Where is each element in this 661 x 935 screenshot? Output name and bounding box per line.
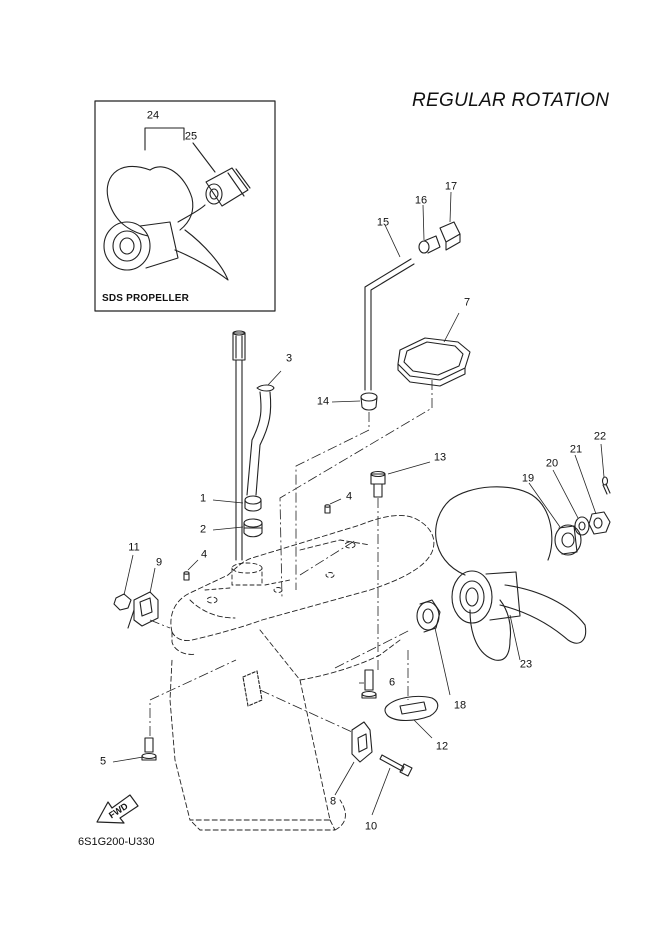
callout-15: 15 — [376, 216, 390, 229]
tube-seal-part — [246, 384, 275, 496]
casing-bolt-part — [141, 737, 157, 761]
anode-part — [384, 695, 439, 722]
callout-16: 16 — [414, 194, 428, 207]
callout-9: 9 — [155, 556, 163, 569]
callout-20: 20 — [545, 457, 559, 470]
callout-4b: 4 — [200, 548, 208, 561]
callout-14: 14 — [316, 395, 330, 408]
dowel-pin-part — [324, 504, 331, 514]
callout-19: 19 — [521, 472, 535, 485]
seal-housing-part — [243, 518, 263, 538]
callout-3: 3 — [285, 352, 293, 365]
callout-1: 1 — [199, 492, 207, 505]
callout-4a: 4 — [345, 490, 353, 503]
grommet-part — [418, 235, 441, 254]
washer-part — [574, 516, 590, 536]
casing-insert-part — [242, 670, 263, 707]
fwd-marker-label: FWD — [107, 801, 130, 821]
callout-13: 13 — [433, 451, 447, 464]
nut-part — [113, 593, 132, 611]
tube-grommet-part — [360, 392, 378, 411]
rubber-seal-part — [439, 221, 461, 251]
callout-2: 2 — [199, 523, 207, 536]
pump-housing-outline — [204, 541, 356, 604]
callout-8: 8 — [329, 795, 337, 808]
anode-bolt-part — [361, 669, 377, 699]
callout-25: 25 — [184, 130, 198, 143]
propeller-nut-part — [588, 511, 611, 535]
diagram-title: REGULAR ROTATION — [412, 90, 610, 111]
gasket-part — [397, 337, 471, 387]
dowel-pin-part — [183, 571, 190, 581]
trim-tab-bolt-part — [379, 754, 413, 777]
sds-propeller-part — [103, 165, 229, 281]
propeller-part — [435, 486, 587, 661]
fwd-arrow-icon — [96, 794, 139, 824]
oil-seal-part — [244, 495, 262, 512]
sds-hub-kit-part — [205, 167, 251, 207]
trim-tab-part — [351, 721, 373, 763]
assembly-lines — [149, 380, 433, 736]
callout-6: 6 — [388, 676, 396, 689]
water-tube-part — [364, 258, 415, 391]
callout-7: 7 — [463, 296, 471, 309]
bolt-part — [370, 470, 386, 498]
drawing-code: 6S1G200-U330 — [78, 836, 155, 848]
callout-23: 23 — [519, 658, 533, 671]
sds-inset-frame — [94, 100, 276, 312]
callout-18: 18 — [453, 699, 467, 712]
inset-label: SDS PROPELLER — [102, 293, 190, 304]
drive-shaft-part — [232, 330, 246, 561]
callout-12: 12 — [435, 740, 449, 753]
spacer-part — [554, 524, 582, 556]
oil-seal-housing-part — [416, 599, 441, 633]
leader-lines — [112, 191, 605, 816]
callout-21: 21 — [569, 443, 583, 456]
callout-22: 22 — [593, 430, 607, 443]
callout-17: 17 — [444, 180, 458, 193]
callout-5: 5 — [99, 755, 107, 768]
cotter-pin-part — [601, 476, 611, 495]
callout-11: 11 — [128, 541, 140, 554]
lower-casing-outline — [169, 514, 435, 831]
anode-bracket-part — [127, 591, 159, 629]
callout-24: 24 — [146, 109, 160, 122]
callout-10: 10 — [364, 820, 378, 833]
